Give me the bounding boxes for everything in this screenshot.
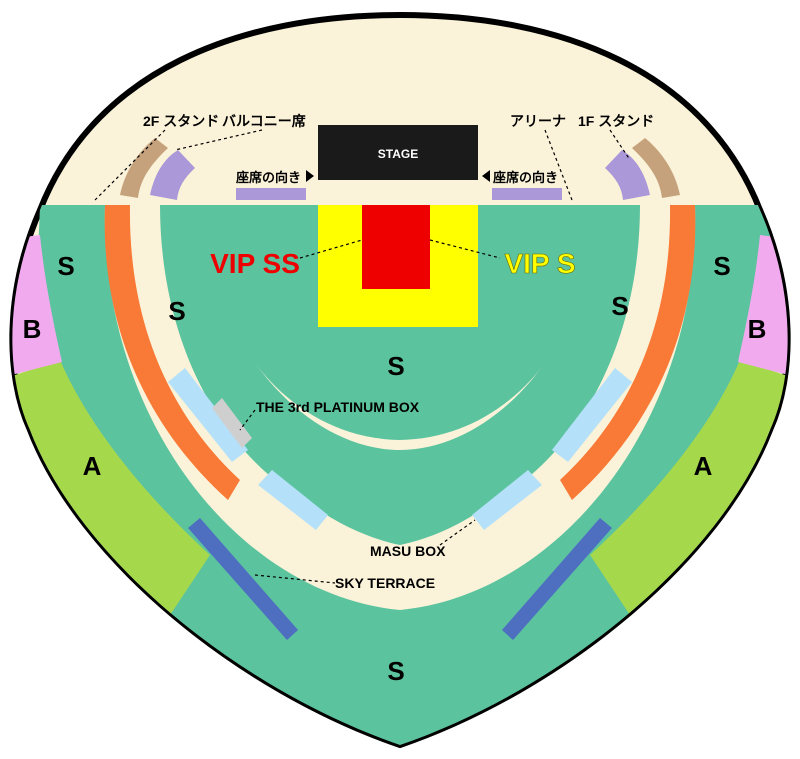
masu-box-left-lower[interactable] — [258, 470, 328, 530]
balcony-right[interactable] — [560, 205, 696, 500]
balcony-left[interactable] — [104, 205, 240, 500]
section-s-top-left-label: S — [57, 251, 74, 281]
section-b-right-label: B — [748, 314, 767, 344]
callout-2f-stand: 2F スタンド — [143, 113, 219, 129]
vip-s-label: VIP S — [504, 248, 575, 279]
callout-lines — [94, 129, 631, 584]
vip-ss-area[interactable] — [362, 205, 430, 289]
section-s-inner-right-label: S — [611, 291, 628, 321]
stand-2f-left[interactable] — [120, 138, 168, 198]
section-s-inner-left-label: S — [168, 296, 185, 326]
arrow-right-icon — [306, 170, 314, 182]
section-a-right-label: A — [694, 451, 713, 481]
stage-label: STAGE — [378, 147, 418, 161]
callout-platinum-box: THE 3rd PLATINUM BOX — [256, 399, 420, 415]
callout-1f-stand: 1F スタンド — [578, 113, 654, 129]
platinum-box[interactable] — [212, 398, 252, 448]
stage-block — [318, 125, 478, 180]
stand-lavender-left[interactable] — [150, 150, 195, 200]
callout-arena: アリーナ — [510, 113, 566, 129]
concourse-band — [104, 205, 696, 610]
masu-box-group[interactable] — [168, 368, 632, 530]
seat-direction-bar-right — [492, 188, 562, 200]
callout-balcony: バルコニー席 — [222, 113, 306, 129]
masu-box-left-upper[interactable] — [168, 368, 248, 462]
stand-1f-right[interactable] — [632, 138, 680, 198]
masu-box-right-upper[interactable] — [552, 368, 632, 462]
stand-lavender-right[interactable] — [605, 150, 650, 200]
seat-direction-right-label: 座席の向き — [492, 170, 558, 185]
section-a-right[interactable] — [590, 360, 800, 630]
section-s-top-right-label: S — [713, 251, 730, 281]
masu-box-right-lower[interactable] — [472, 470, 542, 530]
section-s-center-label: S — [387, 351, 404, 381]
section-s-bottom-label: S — [387, 656, 404, 686]
seat-direction-bar-left — [236, 188, 306, 200]
arrow-left-icon — [482, 170, 490, 182]
section-a-left-label: A — [83, 451, 102, 481]
sky-terrace-right[interactable] — [502, 518, 612, 640]
seat-direction-left-label: 座席の向き — [235, 170, 301, 185]
section-b-left-label: B — [23, 314, 42, 344]
vip-ss-label: VIP SS — [210, 248, 300, 279]
callout-masu-box: MASU BOX — [370, 543, 446, 559]
section-s-inner[interactable] — [160, 205, 640, 528]
section-a-left[interactable] — [0, 360, 210, 630]
callout-sky-terrace: SKY TERRACE — [335, 575, 435, 591]
sky-terrace-left[interactable] — [188, 518, 298, 640]
